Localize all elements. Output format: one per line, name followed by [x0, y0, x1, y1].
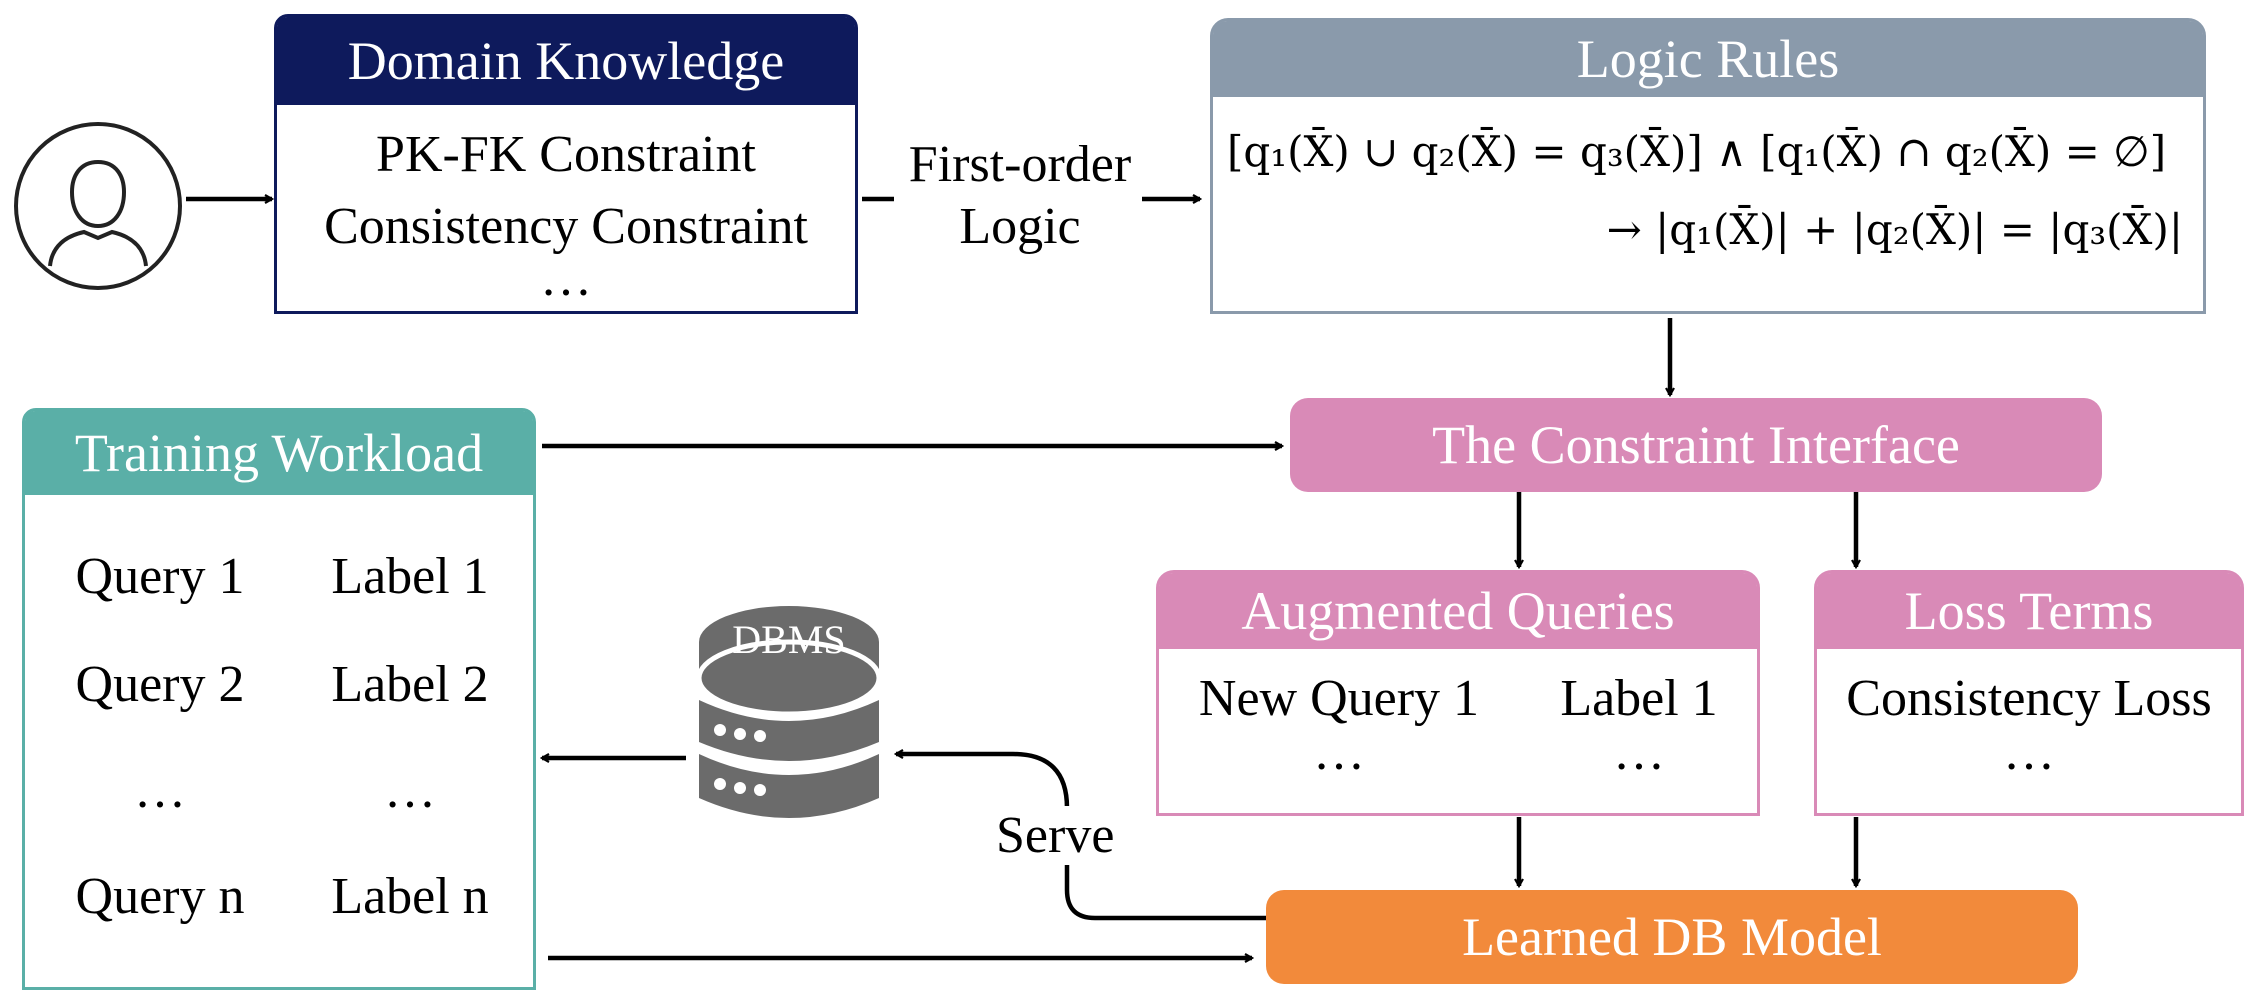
training-workload-header: Training Workload [25, 411, 533, 495]
workload-label: Label 1 [331, 548, 489, 605]
domain-knowledge-title: Domain Knowledge [347, 31, 785, 91]
logic-rules-title: Logic Rules [1576, 29, 1840, 89]
user-icon [12, 120, 184, 292]
workload-label: … [384, 762, 436, 819]
workload-query: Query 2 [75, 656, 245, 713]
constraint-interface-box: The Constraint Interface [1290, 398, 2102, 492]
domain-knowledge-line-2: Consistency Constraint [324, 198, 808, 255]
first-order-line-2: Logic [959, 198, 1081, 255]
loss-term-consistency: Consistency Loss [1846, 670, 2212, 727]
loss-term-ellipsis: … [2003, 724, 2055, 781]
augmented-query: New Query 1 [1198, 670, 1480, 727]
domain-knowledge-box: Domain Knowledge PK-FK Constraint Consis… [274, 14, 858, 314]
dbms-label: DBMS [732, 617, 846, 662]
logic-rules-box: Logic Rules [q₁(X̄) ∪ q₂(X̄) = q₃(X̄)] ∧… [1210, 18, 2206, 314]
domain-knowledge-line-3: … [540, 250, 592, 307]
loss-terms-header: Loss Terms [1817, 573, 2241, 649]
augmented-queries-header: Augmented Queries [1159, 573, 1757, 649]
first-order-logic-label: First-order Logic [880, 134, 1160, 258]
learned-db-model-title: Learned DB Model [1462, 907, 1882, 967]
domain-knowledge-header: Domain Knowledge [277, 17, 855, 105]
workload-label: Label 2 [331, 656, 489, 713]
logic-rules-header: Logic Rules [1213, 21, 2203, 97]
logic-rules-formula-line-2: → |q₁(X̄)| + |q₂(X̄)| = |q₃(X̄)| [1606, 205, 2183, 254]
augmented-queries-box: Augmented Queries New Query 1 Label 1 … … [1156, 570, 1760, 816]
database-icon: DBMS [696, 602, 882, 840]
training-workload-box: Training Workload Query 1 Label 1 Query … [22, 408, 536, 990]
logic-rules-formula-line-1: [q₁(X̄) ∪ q₂(X̄) = q₃(X̄)] ∧ [q₁(X̄) ∩ q… [1227, 127, 2167, 176]
workload-label: Label n [331, 868, 489, 925]
loss-terms-box: Loss Terms Consistency Loss … [1814, 570, 2244, 816]
workload-query: Query n [75, 868, 245, 925]
first-order-line-1: First-order [908, 136, 1132, 193]
workload-query: … [134, 762, 186, 819]
workload-query: Query 1 [75, 548, 245, 605]
training-workload-title: Training Workload [74, 423, 484, 483]
loss-terms-title: Loss Terms [1904, 581, 2154, 641]
augmented-label: Label 1 [1560, 670, 1718, 727]
domain-knowledge-line-1: PK-FK Constraint [376, 126, 756, 183]
learned-db-model-box: Learned DB Model [1266, 890, 2078, 984]
serve-label: Serve [992, 806, 1119, 865]
augmented-label-ellipsis: … [1613, 724, 1665, 781]
augmented-query-ellipsis: … [1313, 724, 1365, 781]
augmented-queries-title: Augmented Queries [1241, 581, 1675, 641]
constraint-interface-title: The Constraint Interface [1432, 415, 1960, 475]
